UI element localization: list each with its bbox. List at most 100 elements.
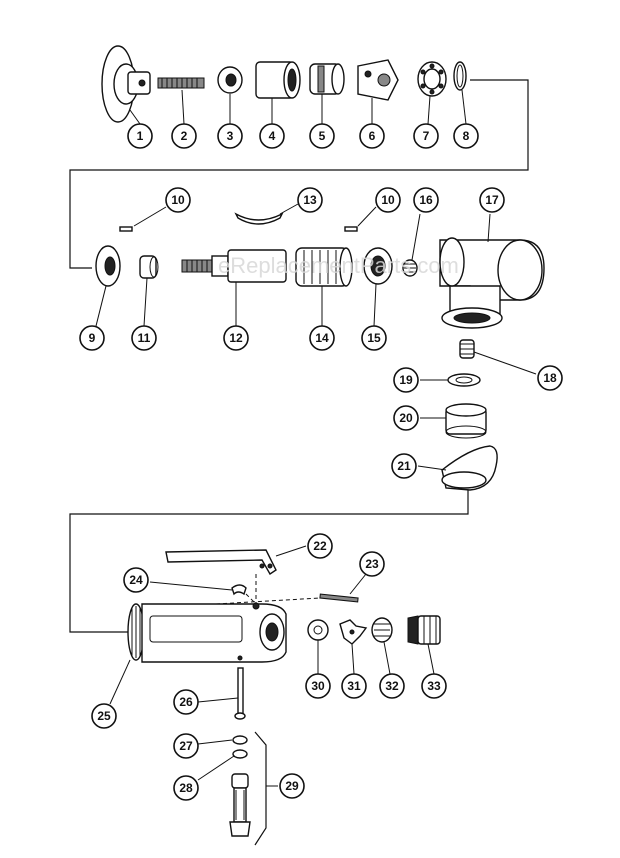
callout-10a: 10: [165, 187, 191, 213]
svg-text:5: 5: [319, 129, 326, 143]
svg-text:10: 10: [171, 193, 185, 207]
part-10-pin: [119, 226, 358, 232]
part-22-throttle-lever: [165, 549, 277, 575]
callout-21: 21: [391, 453, 417, 479]
assembly-line-clip: [245, 593, 257, 605]
svg-text:24: 24: [129, 573, 143, 587]
callout-17: 17: [479, 187, 505, 213]
leader-9: [95, 285, 107, 327]
svg-text:25: 25: [97, 709, 111, 723]
callout-32: 32: [379, 673, 405, 699]
callout-26: 26: [173, 689, 199, 715]
bracket-row1-row2: [69, 79, 529, 269]
part-26-valve-stem: [234, 667, 246, 720]
leader-8: [461, 89, 467, 125]
callout-8: 8: [453, 123, 479, 149]
part-4-sleeve: [255, 61, 301, 99]
part-21-guard: [441, 445, 498, 491]
leader-18: [473, 351, 537, 375]
svg-text:19: 19: [399, 373, 413, 387]
part-11-bushing: [139, 255, 159, 279]
part-2-threaded-stud: [157, 77, 205, 89]
callout-13: 13: [297, 187, 323, 213]
callout-5: 5: [309, 123, 335, 149]
leader-21: [417, 465, 447, 471]
callout-6: 6: [359, 123, 385, 149]
svg-text:13: 13: [303, 193, 317, 207]
callout-10b: 10: [375, 187, 401, 213]
svg-text:8: 8: [463, 129, 470, 143]
leader-15: [373, 283, 377, 327]
leader-26: [197, 697, 239, 703]
callout-23: 23: [359, 551, 385, 577]
callout-30: 30: [305, 673, 331, 699]
callout-7: 7: [413, 123, 439, 149]
callout-12: 12: [223, 325, 249, 351]
part-8-snap-ring: [453, 61, 467, 91]
leader-1: [129, 109, 141, 125]
svg-text:20: 20: [399, 411, 413, 425]
leader-33: [427, 643, 435, 675]
callout-29: 29: [279, 773, 305, 799]
leader-31: [351, 643, 355, 675]
svg-text:4: 4: [269, 129, 276, 143]
svg-text:33: 33: [427, 679, 441, 693]
callout-3: 3: [217, 123, 243, 149]
part-28-o-ring: [232, 749, 248, 759]
svg-text:6: 6: [369, 129, 376, 143]
part-20-threaded-collar: [445, 403, 487, 439]
part-32-spring: [371, 617, 393, 643]
callout-2: 2: [171, 123, 197, 149]
part-29-inlet-valve: [229, 773, 251, 837]
svg-text:17: 17: [485, 193, 499, 207]
svg-text:15: 15: [367, 331, 381, 345]
leader-27: [197, 739, 233, 745]
svg-text:16: 16: [419, 193, 433, 207]
svg-text:18: 18: [543, 371, 557, 385]
callout-33: 33: [421, 673, 447, 699]
leader-28: [197, 755, 235, 781]
svg-text:28: 28: [179, 781, 193, 795]
callout-16: 16: [413, 187, 439, 213]
part-17-head-housing: [439, 237, 545, 329]
part-1-disc-pad: [101, 45, 151, 123]
svg-text:9: 9: [89, 331, 96, 345]
svg-text:14: 14: [315, 331, 329, 345]
assembly-line-pin: [215, 597, 321, 605]
leader-23: [349, 573, 367, 595]
svg-text:22: 22: [313, 539, 327, 553]
part-5-split-ring: [309, 63, 345, 95]
part-7-bearing: [417, 61, 447, 97]
part-14-rotor: [295, 247, 353, 287]
watermark-text: eReplacementParts.com: [218, 253, 459, 278]
part-12-spindle: [181, 249, 287, 283]
callout-11: 11: [131, 325, 157, 351]
part-6-flange: [357, 59, 399, 101]
svg-text:11: 11: [138, 331, 151, 345]
leader-10a: [133, 206, 167, 227]
part-18-spring: [459, 339, 475, 359]
callout-20: 20: [393, 405, 419, 431]
leader-17: [487, 213, 491, 243]
callout-24: 24: [123, 567, 149, 593]
svg-text:32: 32: [385, 679, 399, 693]
part-9-retainer: [95, 245, 121, 287]
svg-text:1: 1: [137, 129, 144, 143]
callout-22: 22: [307, 533, 333, 559]
callout-9: 9: [79, 325, 105, 351]
svg-text:7: 7: [423, 129, 430, 143]
svg-text:21: 21: [397, 459, 411, 473]
svg-text:29: 29: [285, 779, 299, 793]
leader-11: [143, 277, 148, 327]
svg-text:10: 10: [381, 193, 395, 207]
part-24-clip: [231, 584, 247, 596]
callout-27: 27: [173, 733, 199, 759]
leader-32: [383, 641, 391, 675]
svg-text:3: 3: [227, 129, 234, 143]
part-23-pin: [319, 593, 359, 603]
svg-text:12: 12: [229, 331, 243, 345]
bracket-row2-row3: [69, 488, 469, 633]
leader-7: [427, 95, 431, 125]
leader-13: [279, 203, 299, 215]
